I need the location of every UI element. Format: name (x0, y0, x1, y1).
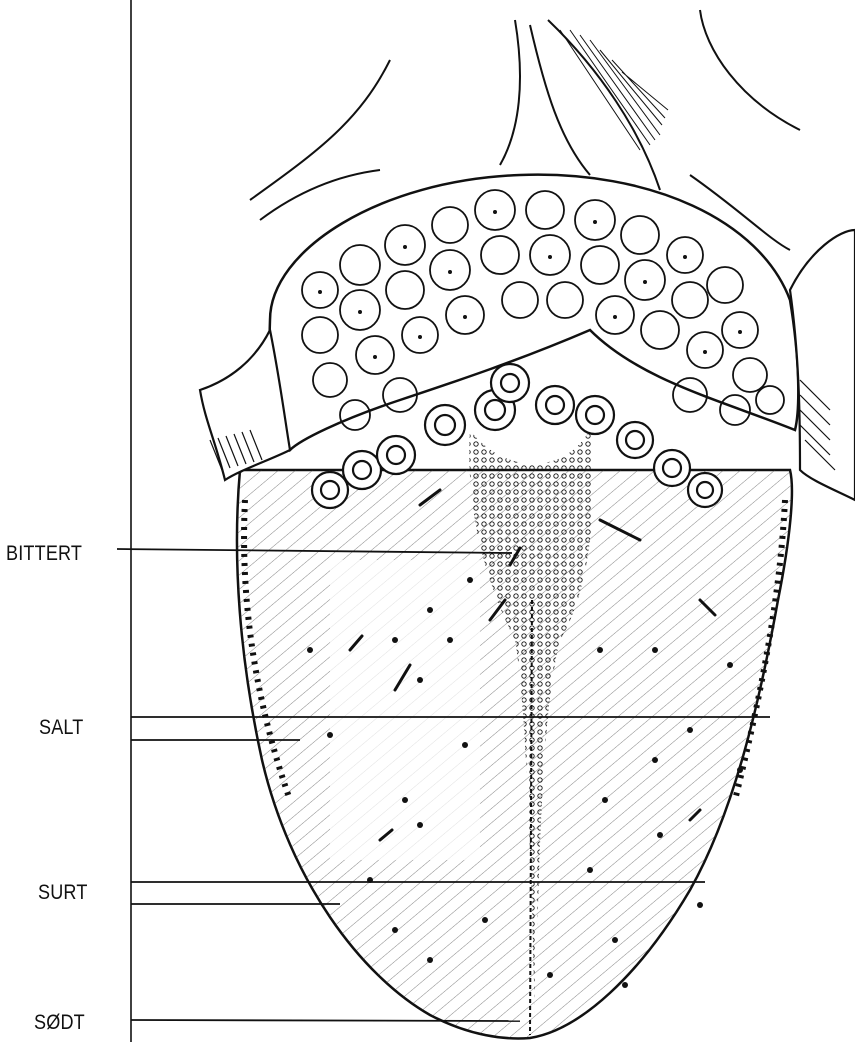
label-sweet: SØDT (34, 1012, 85, 1033)
tongue-root (270, 175, 799, 450)
label-sour: SURT (38, 882, 88, 903)
label-bitter: BITTERT (6, 543, 82, 564)
label-salt: SALT (39, 717, 84, 738)
sweet-leader (131, 1020, 520, 1021)
